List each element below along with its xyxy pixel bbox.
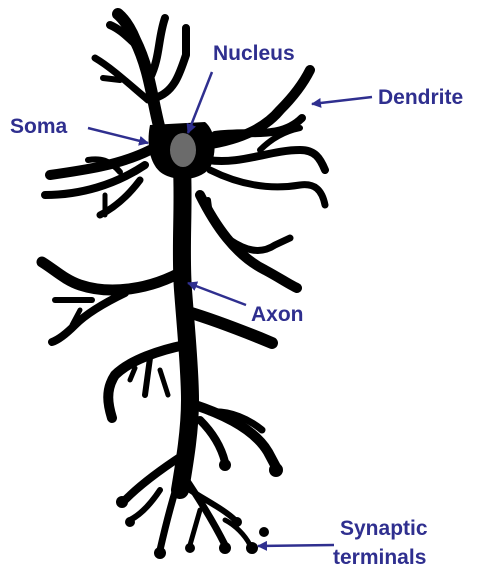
nucleus-label: Nucleus [213, 42, 295, 65]
synaptic-label-line2: terminals [333, 546, 426, 569]
dendrite-label: Dendrite [378, 86, 463, 109]
synaptic-arrow [258, 545, 334, 546]
soma-label: Soma [10, 115, 68, 138]
right-dendrites [205, 70, 325, 205]
dendrite-arrow [312, 97, 372, 104]
left-long-dendrite [42, 262, 185, 342]
axon-trunk [180, 168, 190, 490]
synaptic-label-line1: Synaptic [340, 517, 428, 540]
axon-arrow [188, 283, 246, 305]
upper-dendrites [95, 14, 186, 130]
lower-right-dendrite [200, 195, 297, 288]
soma-arrow [88, 128, 148, 143]
synaptic-terminal-branches [125, 405, 276, 550]
left-dendrites [45, 150, 150, 215]
axon-left-branch [108, 345, 185, 418]
nucleus [170, 133, 196, 167]
axon-label: Axon [251, 303, 304, 326]
